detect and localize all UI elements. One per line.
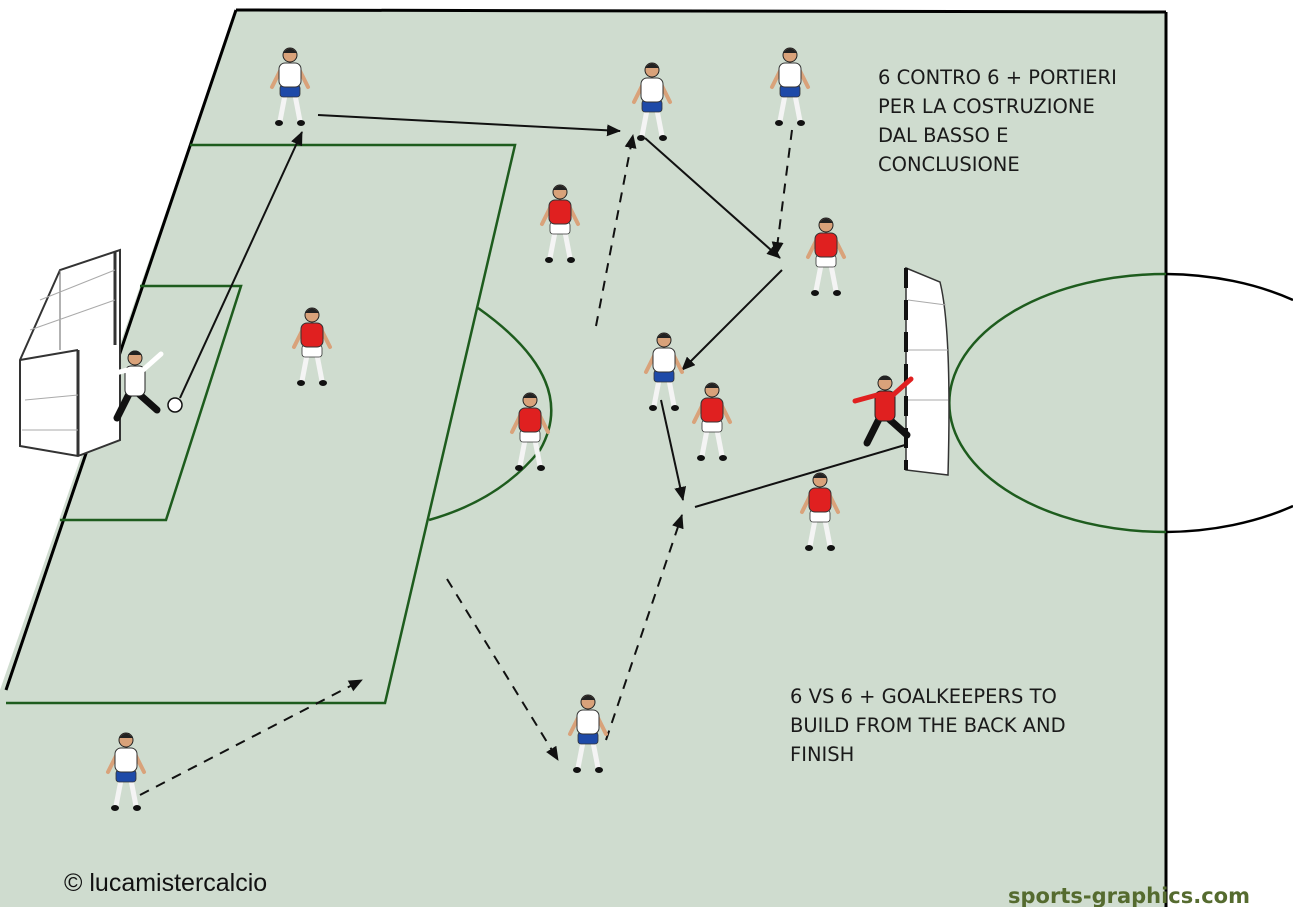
touch-line-top	[235, 8, 1167, 14]
red-player-icon	[510, 392, 550, 471]
penalty-arc	[428, 306, 553, 522]
white-player-icon	[644, 332, 684, 411]
white-player-icon	[106, 732, 146, 811]
red-player-icon	[692, 382, 732, 461]
players	[102, 47, 914, 811]
goal-left-icon	[19, 248, 121, 458]
run-arrow	[139, 679, 363, 796]
english-line: 6 VS 6 + GOALKEEPERS TO	[790, 685, 1057, 708]
pass-arrow	[179, 131, 303, 399]
italian-line: 6 CONTRO 6 + PORTIERI	[878, 66, 1117, 89]
run-arrow	[595, 134, 637, 327]
white-player-icon	[632, 62, 672, 141]
red-player-icon	[292, 307, 332, 386]
italian-line: DAL BASSO E	[878, 124, 1008, 147]
pass-arrow	[317, 114, 621, 137]
red-player-icon	[806, 217, 846, 296]
penalty-area	[6, 143, 517, 705]
copyright-label: © lucamistercalcio	[64, 869, 267, 897]
pass-arrow	[681, 269, 783, 371]
white-player-icon	[270, 47, 310, 126]
centre-circle-right	[1165, 272, 1293, 302]
centre-circle-right-lower	[1165, 504, 1293, 534]
red-player-icon	[800, 472, 840, 551]
red-player-icon	[540, 184, 580, 263]
description-english: 6 VS 6 + GOALKEEPERS TO BUILD FROM THE B…	[790, 685, 1072, 766]
brand-logo-text: sports-graphics.com	[1008, 884, 1250, 907]
white-goalkeeper-icon	[102, 350, 183, 422]
run-arrow	[605, 514, 684, 741]
red-goalkeeper-icon	[852, 375, 914, 447]
white-player-icon	[568, 694, 608, 773]
italian-line: CONCLUSIONE	[878, 153, 1020, 176]
pitch-surface	[0, 10, 1166, 907]
dribble-arrow	[660, 399, 687, 501]
white-player-icon	[770, 47, 810, 126]
goal-area	[60, 284, 243, 522]
shot-arrow	[694, 444, 906, 508]
italian-line: PER LA COSTRUZIONE	[878, 95, 1095, 118]
english-line: FINISH	[790, 743, 854, 766]
pass-arrow	[644, 137, 781, 259]
movement-arrows	[139, 114, 906, 796]
english-line: BUILD FROM THE BACK AND	[790, 714, 1066, 737]
goal-right-icon	[904, 266, 950, 476]
run-arrow	[771, 129, 793, 256]
description-italian: 6 CONTRO 6 + PORTIERI PER LA COSTRUZIONE…	[878, 66, 1123, 176]
